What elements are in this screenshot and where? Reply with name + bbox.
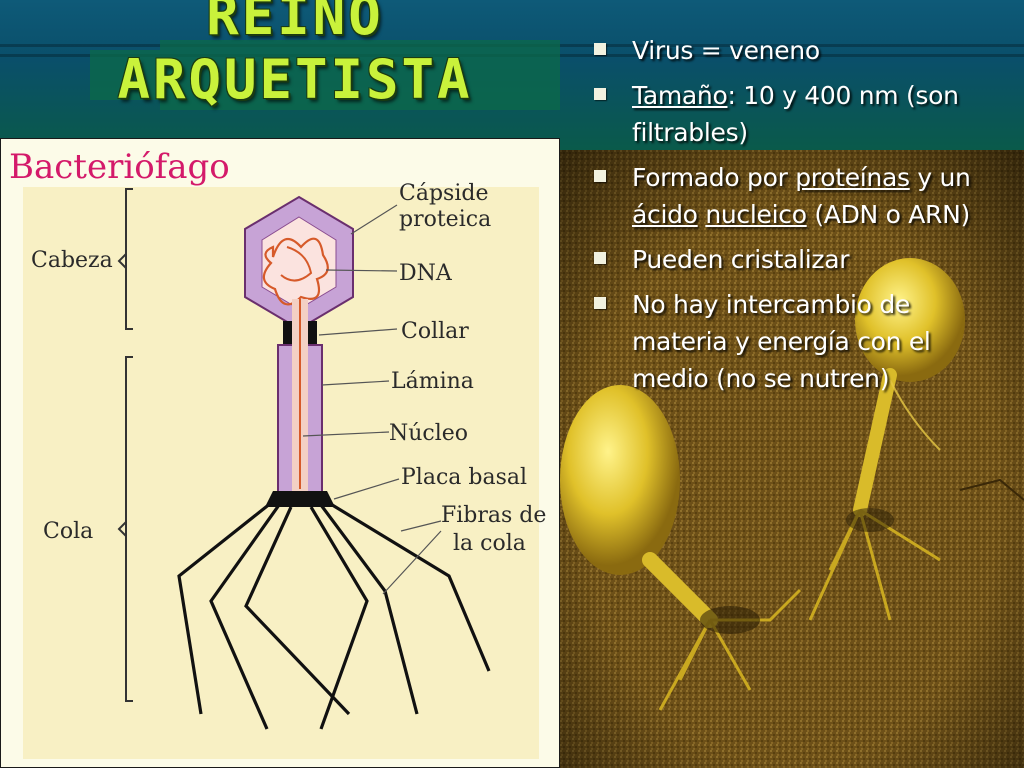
bullet-text: proteínas: [795, 163, 910, 192]
square-bullet-icon: [594, 43, 606, 55]
label-cabeza: Cabeza: [31, 248, 113, 273]
bullet-text: Pueden cristalizar: [632, 245, 850, 274]
phage-head-left: [560, 385, 680, 575]
tail-fibers: [177, 501, 491, 730]
bullet-text: ácido: [632, 200, 698, 229]
figure-title: Bacteriófago: [9, 147, 230, 187]
label-fibras-1: Fibras de: [441, 503, 547, 528]
label-capside-2: proteica: [399, 207, 492, 232]
bacteriophage-diagram: Bacteriófago: [0, 138, 560, 768]
bullet-item: Tamaño: 10 y 400 nm (son filtrables): [592, 77, 1012, 151]
bullet-text: Formado por: [632, 163, 796, 192]
bullet-text: Tamaño: [632, 81, 728, 110]
label-dna: DNA: [399, 261, 452, 286]
phage-head-right: [855, 258, 965, 382]
label-collar: Collar: [401, 319, 469, 344]
bullet-item: Virus = veneno: [592, 32, 1012, 69]
phage-micrograph-illustration: [560, 150, 1024, 768]
cabeza-bracket: [125, 188, 133, 330]
label-nucleo: Núcleo: [389, 421, 469, 446]
label-leader-lines: [302, 204, 442, 595]
header-arrow-decoration: [90, 40, 560, 110]
bullet-item: No hay intercambio de materia y energía …: [592, 286, 1012, 397]
slide-title-line-2: Arquetista: [117, 48, 473, 111]
label-placa-basal: Placa basal: [401, 465, 528, 490]
square-bullet-icon: [594, 88, 606, 100]
square-bullet-icon: [594, 170, 606, 182]
slide-title: Reino Arquetista: [0, 0, 590, 112]
slide-title-line-1: Reino: [206, 0, 384, 47]
label-cola: Cola: [43, 519, 94, 544]
label-lamina: Lámina: [391, 369, 474, 394]
bullet-text: Virus = veneno: [632, 36, 820, 65]
base-plate-shape: [265, 491, 335, 507]
micrograph-photo: [560, 150, 1024, 768]
label-capside-1: Cápside: [399, 181, 489, 206]
bullet-text: (ADN o ARN): [806, 200, 970, 229]
bullet-text: nucleico: [705, 200, 807, 229]
square-bullet-icon: [594, 297, 606, 309]
bullet-text: No hay intercambio de materia y energía …: [632, 290, 931, 393]
bullet-text: y un: [909, 163, 971, 192]
bullet-item: Formado por proteínas y un ácido nucleic…: [592, 159, 1012, 233]
label-fibras-2: la cola: [453, 531, 526, 556]
phage-structure-drawing: [23, 187, 539, 759]
dna-coil: [262, 237, 329, 306]
square-bullet-icon: [594, 252, 606, 264]
bullet-item: Pueden cristalizar: [592, 241, 1012, 278]
bullet-text: : 10 y 400 nm (son filtrables): [632, 81, 959, 147]
cola-bracket: [125, 356, 133, 702]
